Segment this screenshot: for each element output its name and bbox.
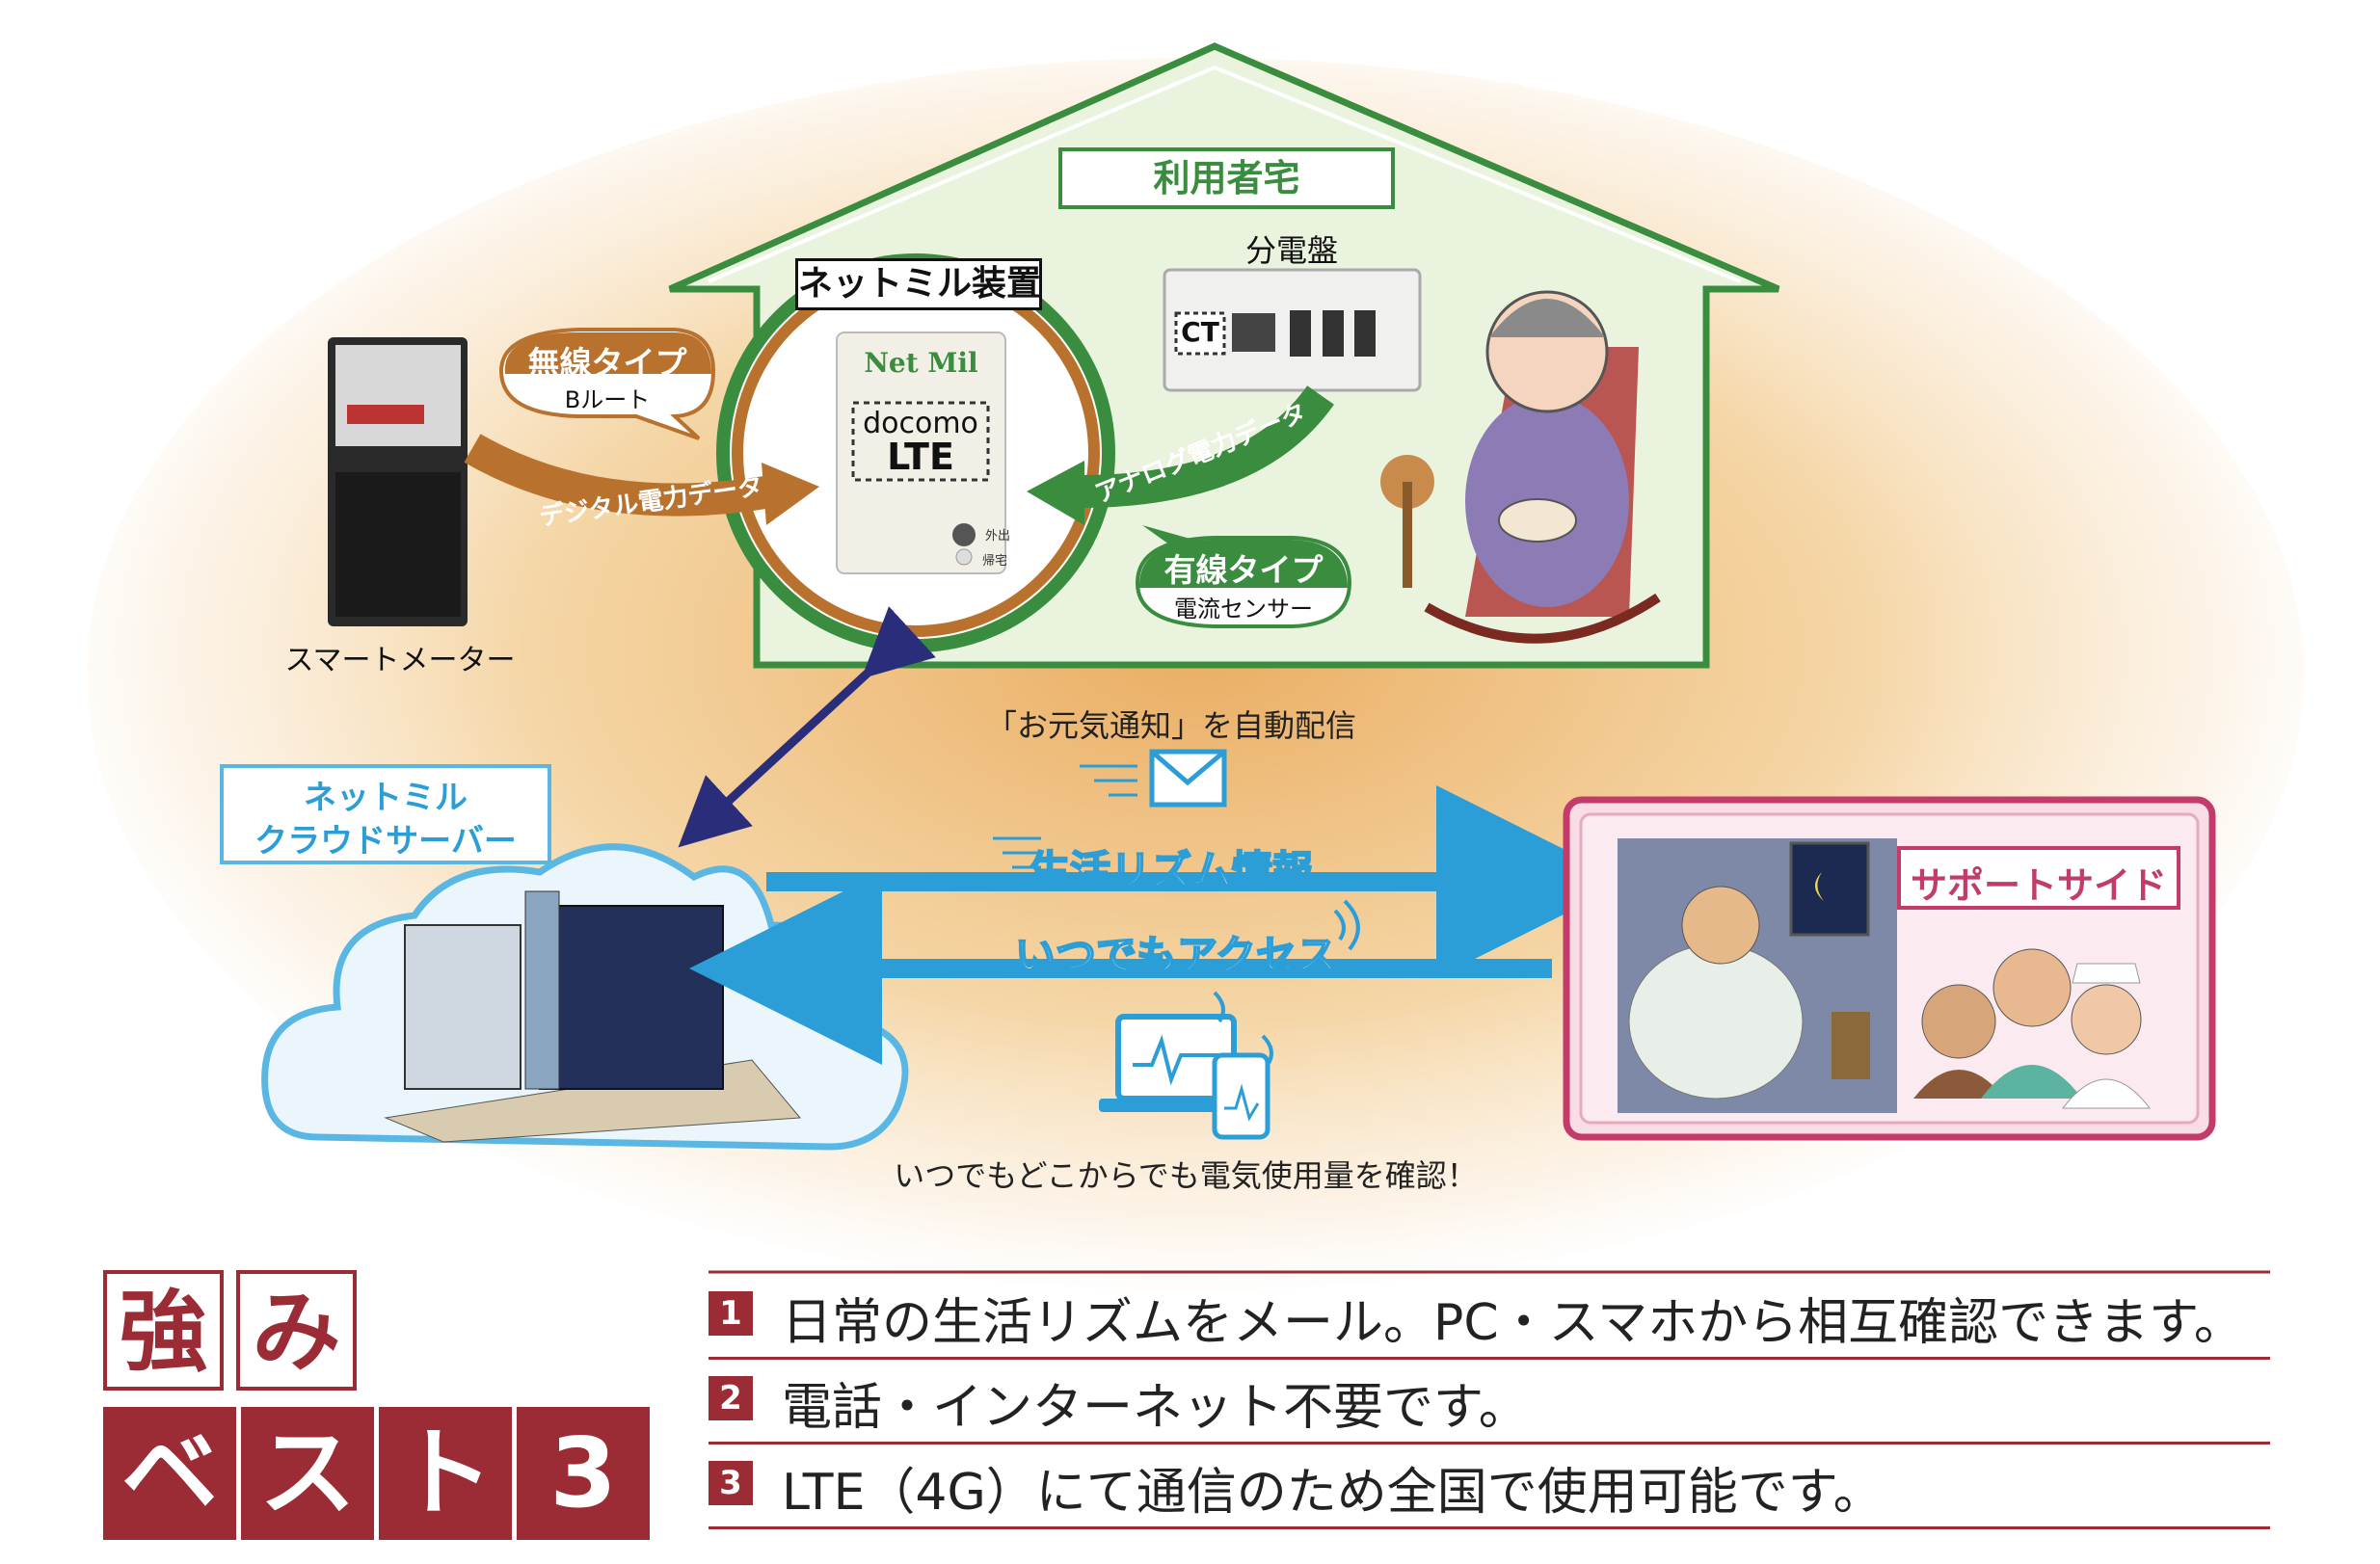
strength-item-2: 2 電話・インターネット不要です。: [709, 1359, 2270, 1445]
strength-item-text: LTE（4G）にて通信のため全国で使用可能です。: [782, 1464, 1884, 1522]
wired-title: 有線タイプ: [1163, 551, 1324, 589]
rhythm-label: 生活リズム情報: [1029, 846, 1314, 895]
strength-item-text: 電話・インターネット不要です。: [782, 1379, 1529, 1437]
strength-item-number: 2: [709, 1376, 753, 1420]
strength-char-1: 強: [103, 1270, 224, 1391]
support-label-box: [1897, 846, 2180, 910]
wireless-bubble-top: [504, 332, 711, 374]
ct-label: CT: [1181, 316, 1219, 348]
wireless-title: 無線タイプ: [527, 344, 687, 382]
device-carrier: docomo: [863, 407, 978, 440]
speed-lines-icon: [993, 836, 1041, 869]
wired-bubble-tail: [1142, 525, 1200, 549]
access-label: いつでもアクセス: [1014, 931, 1338, 980]
best-char-1: ベ: [103, 1407, 236, 1540]
digital-power-arrowhead: [762, 463, 819, 525]
cloud-label-line1: ネットミル: [304, 779, 468, 817]
analog-power-arrowhead: [1027, 461, 1084, 525]
elderly-person-illustration: [1380, 290, 1661, 644]
netmil-device-label: ネットミル装置: [795, 258, 1042, 310]
strength-item-1: 1 日常の生活リズムをメール。PC・スマホから相互確認できます。: [709, 1274, 2270, 1360]
digital-power-arrow: [464, 434, 774, 517]
support-label: サポートサイド: [1910, 864, 2167, 907]
strength-item-3: 3 LTE（4G）にて通信のため全国で使用可能です。: [709, 1444, 2270, 1529]
best-char-4: 3: [517, 1407, 650, 1540]
smartphone-icon: [1212, 991, 1273, 1140]
house-title: 利用者宅: [1065, 154, 1388, 202]
wired-sub: 電流センサー: [1174, 596, 1313, 623]
notice-text: 「お元気通知」を自動配信: [985, 707, 1356, 744]
strength-char-2: み: [236, 1270, 357, 1391]
strength-item-number: 3: [709, 1461, 753, 1505]
best-char-2: ス: [241, 1407, 374, 1540]
smart-meter: [328, 337, 468, 626]
strength-item-text: 日常の生活リズムをメール。PC・スマホから相互確認できます。: [782, 1294, 2244, 1352]
distribution-board-label: 分電盤: [1244, 232, 1338, 269]
device-led2-label: 帰宅: [981, 554, 1007, 569]
mail-icon: [1080, 749, 1227, 808]
device-brand: Net Mil: [864, 347, 978, 379]
cloud-label-line2: クラウドサーバー: [254, 822, 517, 861]
device-network: LTE: [887, 436, 954, 478]
distribution-board: [1163, 268, 1422, 392]
wireless-sub: Bルート: [564, 386, 651, 413]
device-led1-label: 外出: [984, 529, 1010, 543]
netmil-device: [836, 331, 1006, 574]
support-staff-illustration: [1913, 948, 2152, 1109]
wired-bubble-top: [1138, 540, 1348, 588]
family-member-illustration: [1618, 838, 1897, 1113]
smart-meter-label: スマートメーター: [284, 644, 516, 677]
anywhere-text: いつでもどこからでも電気使用量を確認！: [894, 1157, 1478, 1194]
cloud-link-arrow: [678, 606, 936, 848]
strength-item-number: 1: [709, 1291, 753, 1336]
analog-power-arrow: [1079, 384, 1334, 508]
best-char-3: ト: [379, 1407, 512, 1540]
cloud-label-box: [220, 764, 551, 864]
signal-waves-icon: [1333, 899, 1360, 951]
